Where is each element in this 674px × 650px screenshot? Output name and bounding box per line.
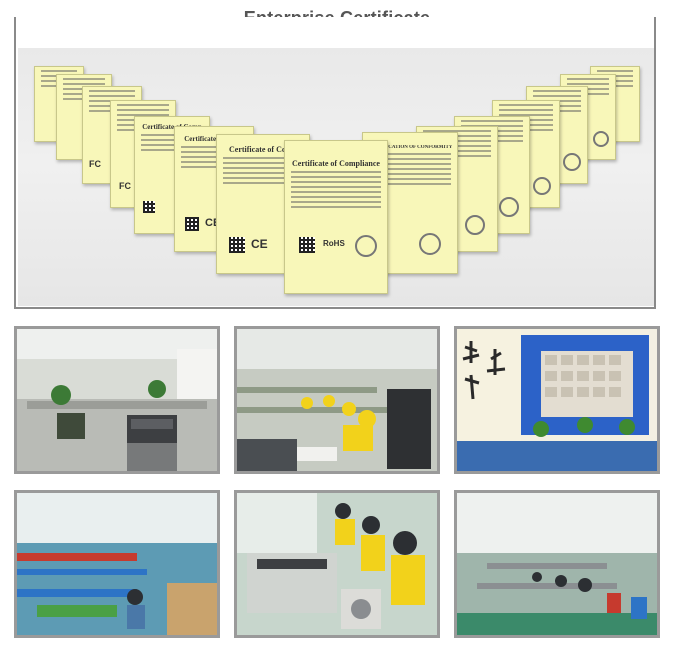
certificate-wall: FC FC Certificate of Comp Certificate of… xyxy=(18,48,654,306)
fc-mark: FC xyxy=(89,159,101,169)
certificate-title: CERTIFICATION OF CONFORMITY xyxy=(367,145,453,150)
certificate-seal xyxy=(419,233,441,255)
ce-mark: CE xyxy=(251,237,268,251)
certificate-title: Certificate of Comp xyxy=(142,123,202,131)
photo-assembly-line xyxy=(234,326,440,474)
photo-testing-station xyxy=(234,490,440,638)
certificate-seal xyxy=(465,215,485,235)
qr-code xyxy=(299,237,315,253)
photo-office xyxy=(14,326,220,474)
photo-assembly-hall xyxy=(454,490,660,638)
rohs-mark: RoHS xyxy=(323,239,345,248)
photo-workshop xyxy=(14,490,220,638)
certificate-seal xyxy=(563,153,581,171)
photo-showroom xyxy=(454,326,660,474)
certificate-title: Certificate of Comp xyxy=(229,145,297,154)
qr-code xyxy=(185,217,199,231)
fc-mark: FC xyxy=(119,181,131,191)
qr-code xyxy=(143,201,155,213)
certificate-card-front: Certificate of Compliance RoHS xyxy=(284,140,388,294)
certificate-seal xyxy=(533,177,551,195)
certificate-seal xyxy=(499,197,519,217)
certificate-seal xyxy=(355,235,377,257)
certificate-title: Certificate of Comp xyxy=(184,135,244,143)
qr-code xyxy=(229,237,245,253)
certificate-title: Certificate of Compliance xyxy=(292,159,380,168)
certificate-seal xyxy=(593,131,609,147)
